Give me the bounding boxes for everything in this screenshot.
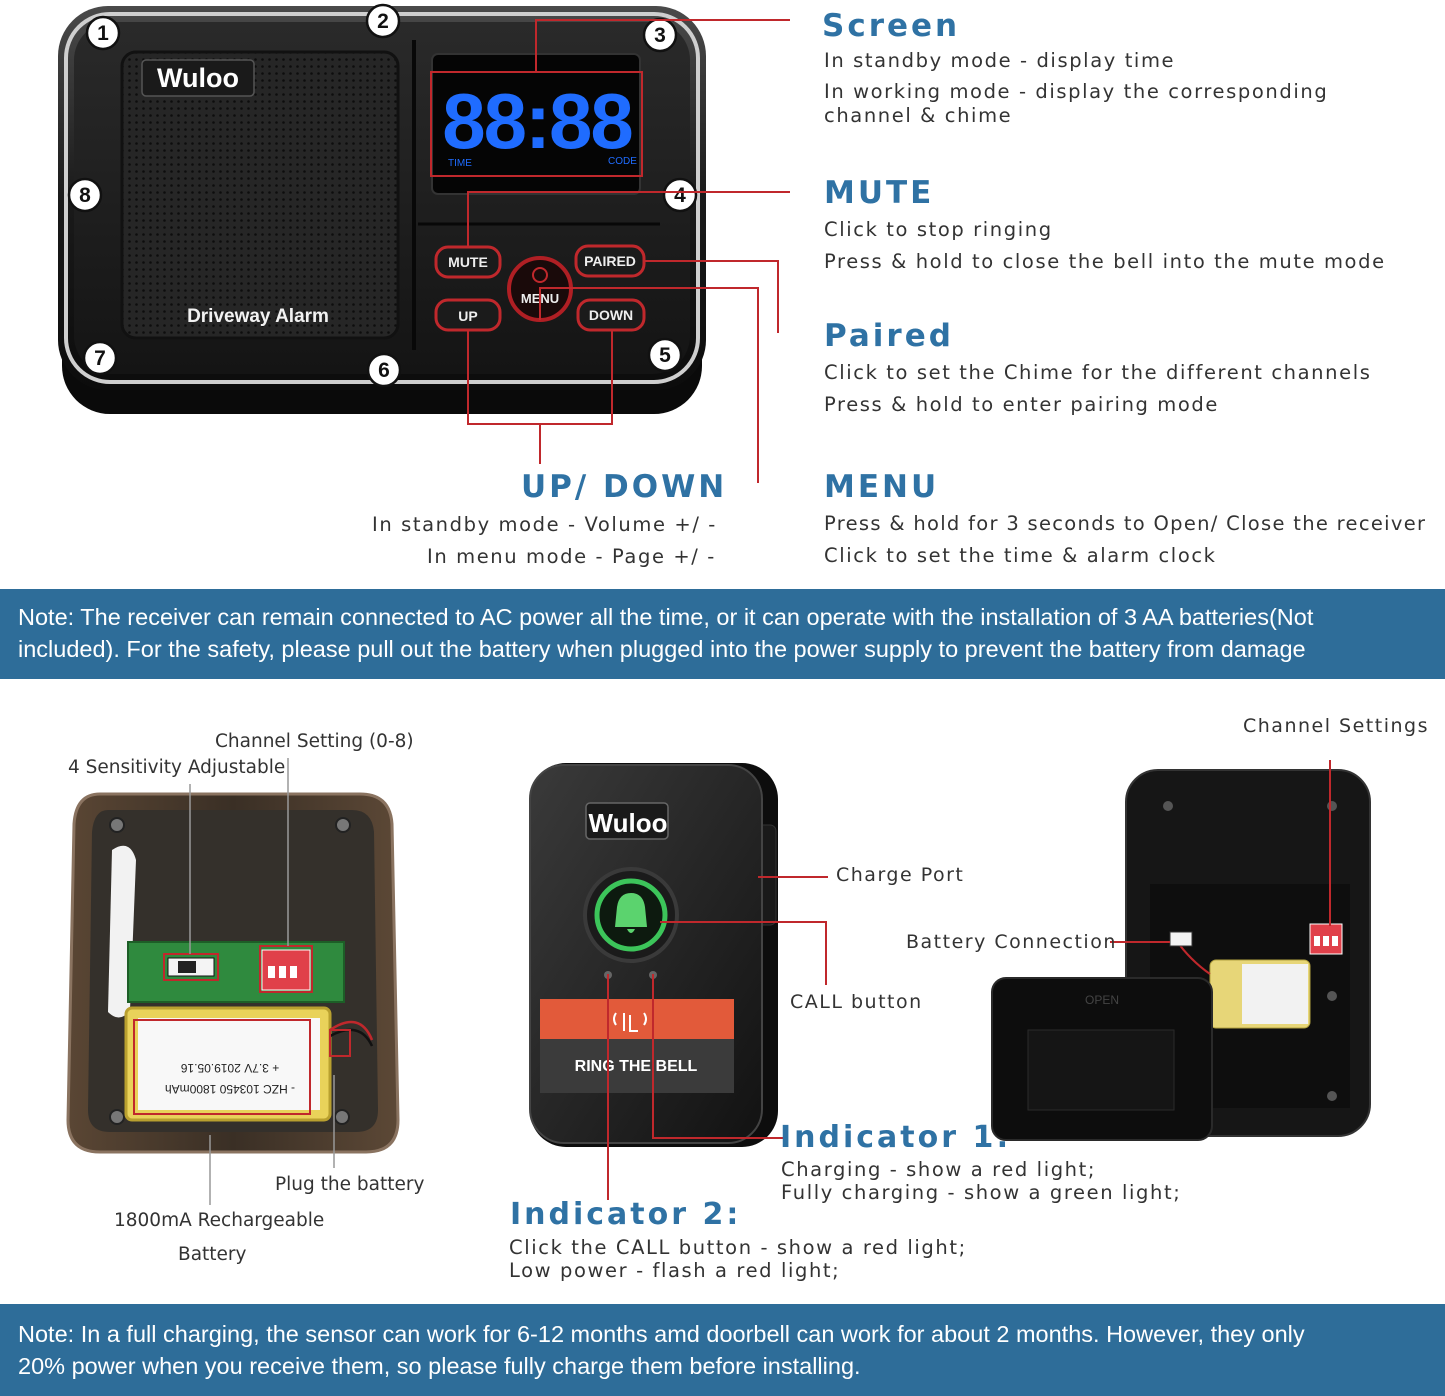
updown-desc-2: In menu mode - Page +/ - (427, 545, 716, 568)
up-button-label: UP (458, 308, 477, 324)
battery-print-2: - HZC 103450 1800mAh (165, 1082, 295, 1096)
paired-title: Paired (824, 318, 954, 354)
menu-title: MENU (824, 469, 940, 505)
marker-2 (365, 3, 401, 39)
sensor-plug-label: Plug the battery (275, 1174, 425, 1195)
indicator-2-desc-2: Low power - flash a red light; (509, 1259, 841, 1282)
menu-desc-2: Click to set the time & alarm clock (824, 544, 1217, 567)
screen-title: Screen (822, 8, 961, 44)
note-1-line-2: included). For the safety, please pull o… (18, 636, 1306, 662)
marker-label: 4 (674, 184, 686, 207)
mute-title: MUTE (824, 175, 935, 211)
sensor-channel-setting-label: Channel Setting (0-8) (215, 731, 414, 752)
mute-desc-1: Click to stop ringing (824, 218, 1053, 241)
sensor-sensitivity-label: 4 Sensitivity Adjustable (68, 757, 286, 778)
note-band-1: Note: The receiver can remain connected … (0, 589, 1445, 679)
mute-button[interactable]: MUTE (434, 245, 502, 279)
paired-button[interactable]: PAIRED (574, 244, 646, 278)
power-icon (532, 267, 548, 283)
marker-label: 1 (97, 22, 109, 45)
screen-desc-2: In working mode - display the correspond… (824, 80, 1329, 103)
mute-button-label: MUTE (448, 254, 488, 270)
channel-settings-label: Channel Settings (1243, 715, 1429, 737)
up-button[interactable]: UP (434, 298, 502, 332)
receiver-device: 1 2 3 4 5 6 7 8 Wuloo Driveway Alarm 88:… (58, 3, 790, 483)
battery-connection-label: Battery Connection (906, 931, 1117, 953)
receiver-brand: Wuloo (157, 63, 239, 93)
menu-desc-1: Press & hold for 3 seconds to Open/ Clos… (824, 512, 1427, 535)
note-2-line-2: 20% power when you receive them, so plea… (18, 1353, 861, 1379)
marker-label: 8 (79, 184, 91, 207)
battery-print-1: + 3.7V 2019.05.16 (180, 1061, 279, 1075)
marker-label: 7 (94, 347, 106, 370)
indicator-1-desc-2: Fully charging - show a green light; (781, 1181, 1182, 1204)
speaker-grille (120, 50, 400, 340)
down-button[interactable]: DOWN (576, 298, 646, 332)
marker-1 (85, 15, 121, 51)
touch-icon (613, 1012, 647, 1032)
indicator-2-desc-1: Click the CALL button - show a red light… (509, 1236, 967, 1259)
marker-label: 3 (654, 24, 666, 47)
mute-desc-2: Press & hold to close the bell into the … (824, 250, 1386, 273)
lcd-icon-time: TIME (448, 158, 472, 169)
lcd-digits: 88:88 (442, 77, 632, 165)
doorbell-back: OPEN (991, 760, 1371, 1141)
screen-desc-1: In standby mode - display time (824, 49, 1176, 72)
indicator-2-title: Indicator 2: (510, 1197, 742, 1232)
marker-label: 2 (377, 10, 389, 33)
marker-6 (366, 352, 402, 388)
marker-label: 6 (378, 359, 390, 382)
marker-8 (67, 177, 103, 213)
paired-desc-2: Press & hold to enter pairing mode (824, 393, 1220, 416)
paired-desc-1: Click to set the Chime for the different… (824, 361, 1372, 384)
doorbell-callouts (607, 876, 828, 1200)
marker-label: 5 (659, 344, 671, 367)
ring-the-bell-label: RING THE BELL (575, 1058, 698, 1075)
screen-desc-3: channel & chime (824, 104, 1013, 127)
charge-port-label: Charge Port (836, 864, 965, 886)
marker-4 (662, 177, 698, 213)
sensor-battery-label-2: Battery (178, 1244, 247, 1265)
doorbell-brand: Wuloo (589, 808, 668, 838)
updown-desc-1: In standby mode - Volume +/ - (372, 513, 717, 536)
sensor-leaders (189, 758, 335, 1205)
indicator-1-desc-1: Charging - show a red light; (781, 1158, 1097, 1181)
note-2-line-1: Note: In a full charging, the sensor can… (18, 1321, 1305, 1347)
down-button-label: DOWN (589, 307, 633, 323)
indicator-1-title: Indicator 1: (780, 1120, 1012, 1155)
lcd-icon-code: CODE (608, 156, 637, 167)
marker-5 (647, 337, 683, 373)
updown-title: UP/ DOWN (521, 469, 728, 505)
marker-7 (82, 340, 118, 376)
open-label: OPEN (1085, 993, 1119, 1007)
sensor-battery-label-1: 1800mA Rechargeable (114, 1210, 325, 1231)
note-1-line-1: Note: The receiver can remain connected … (18, 604, 1314, 630)
call-button[interactable] (583, 867, 679, 963)
receiver-model-label: Driveway Alarm (187, 306, 329, 327)
bell-icon (615, 893, 647, 933)
callout-lines (430, 19, 790, 483)
paired-button-label: PAIRED (584, 253, 636, 269)
note-band-2: Note: In a full charging, the sensor can… (0, 1304, 1445, 1396)
sensor-device: + 3.7V 2019.05.16 - HZC 103450 1800mAh (66, 792, 400, 1154)
call-button-label: CALL button (790, 991, 923, 1013)
doorbell-device: Wuloo RING THE BELL (529, 763, 778, 1147)
